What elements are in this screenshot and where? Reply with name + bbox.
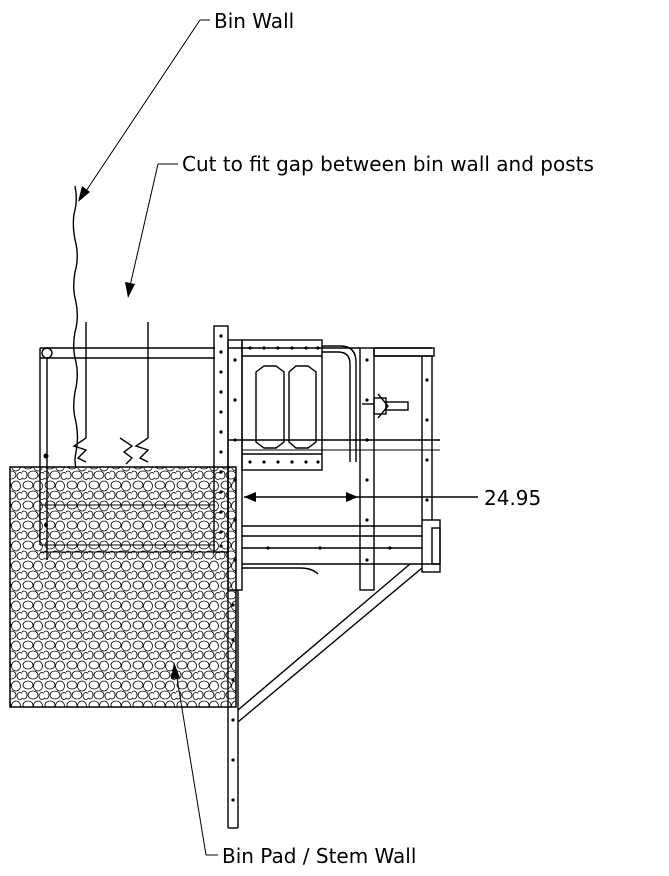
- bin-pad-label: Bin Pad / Stem Wall: [222, 844, 416, 868]
- bin-wall-label: Bin Wall: [214, 9, 294, 33]
- bin-pad: [9, 466, 237, 708]
- dimension-line: [244, 492, 478, 502]
- latch-bracket: [362, 393, 409, 419]
- platform-deck: [242, 519, 441, 575]
- left-post: [213, 325, 243, 829]
- bin-wall-line: [72, 185, 79, 469]
- cut-to-fit-label: Cut to fit gap between bin wall and post…: [182, 152, 594, 176]
- bin-wall-leader: [78, 19, 210, 202]
- gate-panel: [241, 339, 357, 471]
- bin-pad-leader: [171, 662, 218, 856]
- cut-to-fit-leader: [125, 163, 178, 298]
- dimension-value: 24.95: [484, 486, 541, 510]
- filler-panel: [72, 322, 150, 465]
- handrail: [39, 347, 215, 560]
- right-post: [359, 347, 435, 591]
- top-rail: [228, 347, 440, 451]
- diagonal-brace: [237, 563, 423, 723]
